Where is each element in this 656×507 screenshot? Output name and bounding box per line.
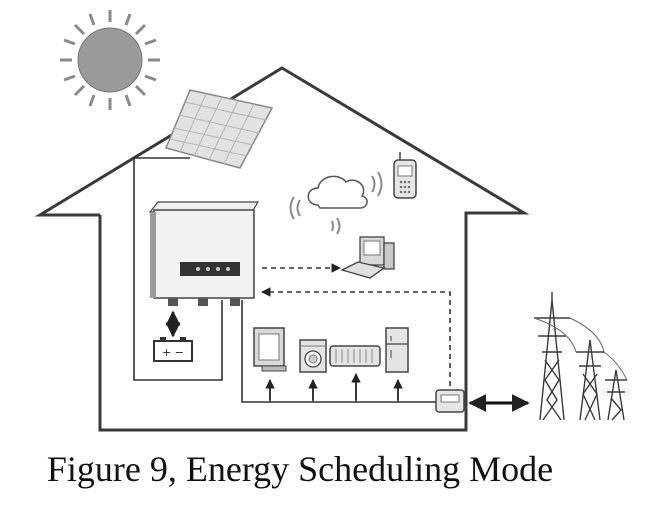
computer-icon bbox=[340, 236, 395, 279]
house-outline bbox=[34, 66, 530, 432]
appliance-feed-arrows bbox=[265, 373, 403, 400]
fridge-icon bbox=[385, 327, 409, 373]
figure-caption: Figure 9, Energy Scheduling Mode bbox=[46, 449, 554, 489]
meter-to-inverter-arrow bbox=[261, 287, 451, 386]
battery-icon: + − bbox=[153, 337, 193, 362]
smart-meter-icon bbox=[435, 389, 465, 413]
wifi-signal-icon bbox=[289, 171, 383, 235]
battery-polarity-label: + − bbox=[162, 346, 184, 359]
washing-machine-icon bbox=[299, 339, 327, 373]
tv-icon bbox=[253, 327, 287, 372]
cloud-icon bbox=[307, 175, 368, 209]
sun-icon bbox=[60, 10, 160, 110]
mobile-phone-icon bbox=[393, 152, 417, 199]
power-tower-icon bbox=[533, 292, 628, 421]
solar-panel-icon bbox=[164, 89, 274, 169]
heater-icon bbox=[329, 345, 381, 367]
inverter-icon bbox=[148, 201, 260, 306]
